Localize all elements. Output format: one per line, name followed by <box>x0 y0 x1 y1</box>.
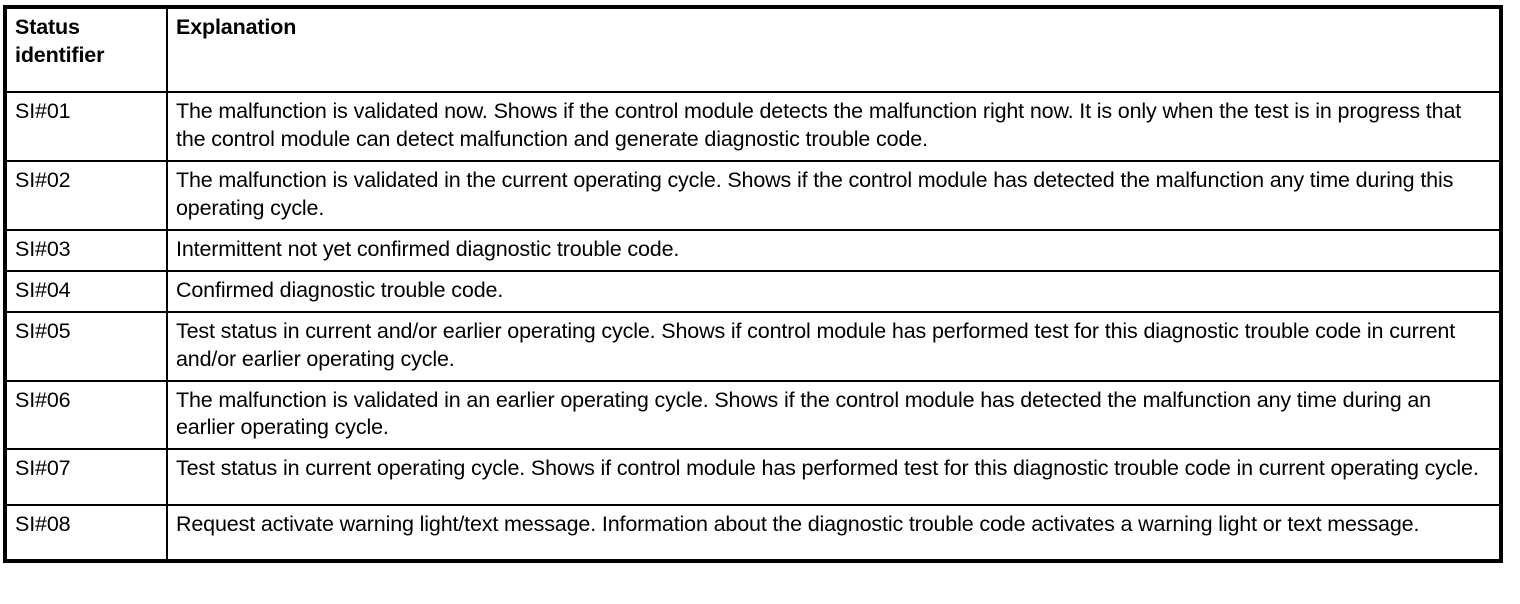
table-row: SI#01 The malfunction is validated now. … <box>4 91 1502 162</box>
column-header-status-identifier-line1: Status <box>15 15 80 39</box>
table-row: SI#05 Test status in current and/or earl… <box>4 310 1502 382</box>
table-header-row: Status identifier Explanation <box>4 6 1502 93</box>
cell-explanation: Request activate warning light/text mess… <box>166 504 1502 563</box>
cell-explanation: The malfunction is validated in an earli… <box>166 379 1502 451</box>
column-header-status-identifier-line2: identifier <box>15 42 105 67</box>
table-row: SI#07 Test status in current operating c… <box>4 448 1502 507</box>
table-body: SI#01 The malfunction is validated now. … <box>4 91 1502 563</box>
table-row: SI#03 Intermittent not yet confirmed dia… <box>4 228 1502 272</box>
cell-explanation: Test status in current and/or earlier op… <box>166 310 1502 382</box>
table-row: SI#04 Confirmed diagnostic trouble code. <box>4 269 1502 313</box>
cell-status-identifier: SI#05 <box>4 310 168 382</box>
table-row: SI#06 The malfunction is validated in an… <box>4 379 1502 451</box>
cell-explanation: Test status in current operating cycle. … <box>166 448 1502 507</box>
table-row: SI#02 The malfunction is validated in th… <box>4 159 1502 231</box>
table-header: Status identifier Explanation <box>4 6 1502 93</box>
cell-explanation: Confirmed diagnostic trouble code. <box>166 269 1502 313</box>
cell-status-identifier: SI#06 <box>4 379 168 451</box>
cell-status-identifier: SI#03 <box>4 228 168 272</box>
cell-explanation: The malfunction is validated in the curr… <box>166 159 1502 231</box>
status-identifier-table: Status identifier Explanation SI#01 The m… <box>3 5 1503 564</box>
cell-status-identifier: SI#02 <box>4 159 168 231</box>
cell-status-identifier: SI#01 <box>4 91 168 162</box>
cell-explanation: Intermittent not yet confirmed diagnosti… <box>166 228 1502 272</box>
column-header-explanation: Explanation <box>166 6 1502 93</box>
table-row: SI#08 Request activate warning light/tex… <box>4 504 1502 563</box>
cell-explanation: The malfunction is validated now. Shows … <box>166 91 1502 162</box>
cell-status-identifier: SI#07 <box>4 448 168 507</box>
column-header-status-identifier: Status identifier <box>4 6 168 93</box>
cell-status-identifier: SI#08 <box>4 504 168 563</box>
cell-status-identifier: SI#04 <box>4 269 168 313</box>
